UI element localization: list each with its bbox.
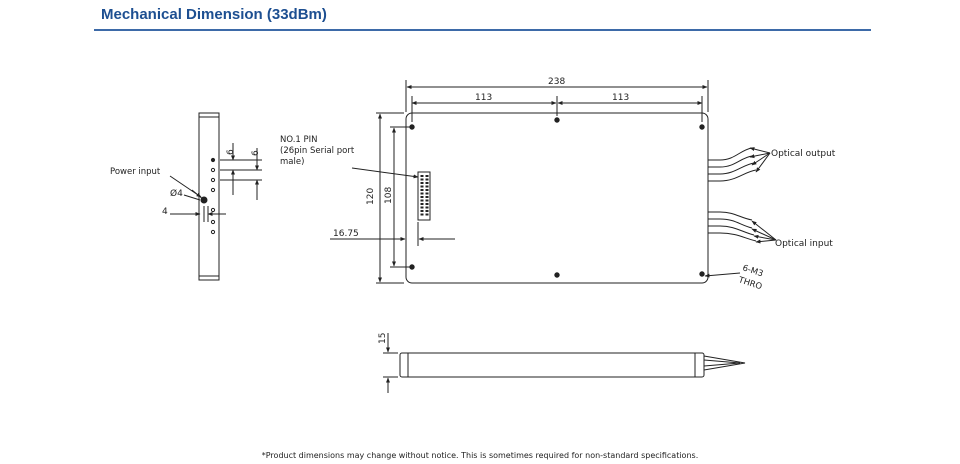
width-total-label: 238 [548, 77, 565, 87]
page-title: Mechanical Dimension (33dBm) [101, 6, 327, 23]
pin-label-line3: male) [280, 157, 304, 167]
top-view [330, 80, 777, 284]
front-view [383, 333, 746, 393]
width-right-label: 113 [612, 93, 629, 103]
module-outline [405, 112, 709, 284]
output-fibers [708, 147, 771, 182]
pin-label-line1: NO.1 PIN [280, 135, 318, 145]
optical-output-label: Optical output [771, 149, 836, 159]
dim-4-label: 4 [162, 207, 168, 217]
footnote: *Product dimensions may change without n… [261, 451, 699, 460]
side-view-body [198, 112, 220, 281]
optical-input-label: Optical input [775, 239, 833, 249]
title-underline [94, 29, 871, 31]
input-fibers [708, 211, 777, 244]
power-input-label: Power input [110, 167, 161, 177]
height-inner-label: 108 [384, 187, 394, 204]
diameter-label: Ø4 [170, 188, 183, 199]
dim-6a-label: 6 [226, 149, 236, 155]
side-view [169, 112, 262, 281]
connector-offset-label: 16.75 [333, 229, 359, 239]
pin-label-line2: (26pin Serial port [280, 146, 355, 156]
front-view-body [399, 352, 705, 378]
dim-6b-label: 6 [251, 150, 261, 156]
width-left-label: 113 [475, 93, 492, 103]
thickness-label: 15 [378, 333, 388, 344]
height-outer-label: 120 [366, 188, 376, 205]
